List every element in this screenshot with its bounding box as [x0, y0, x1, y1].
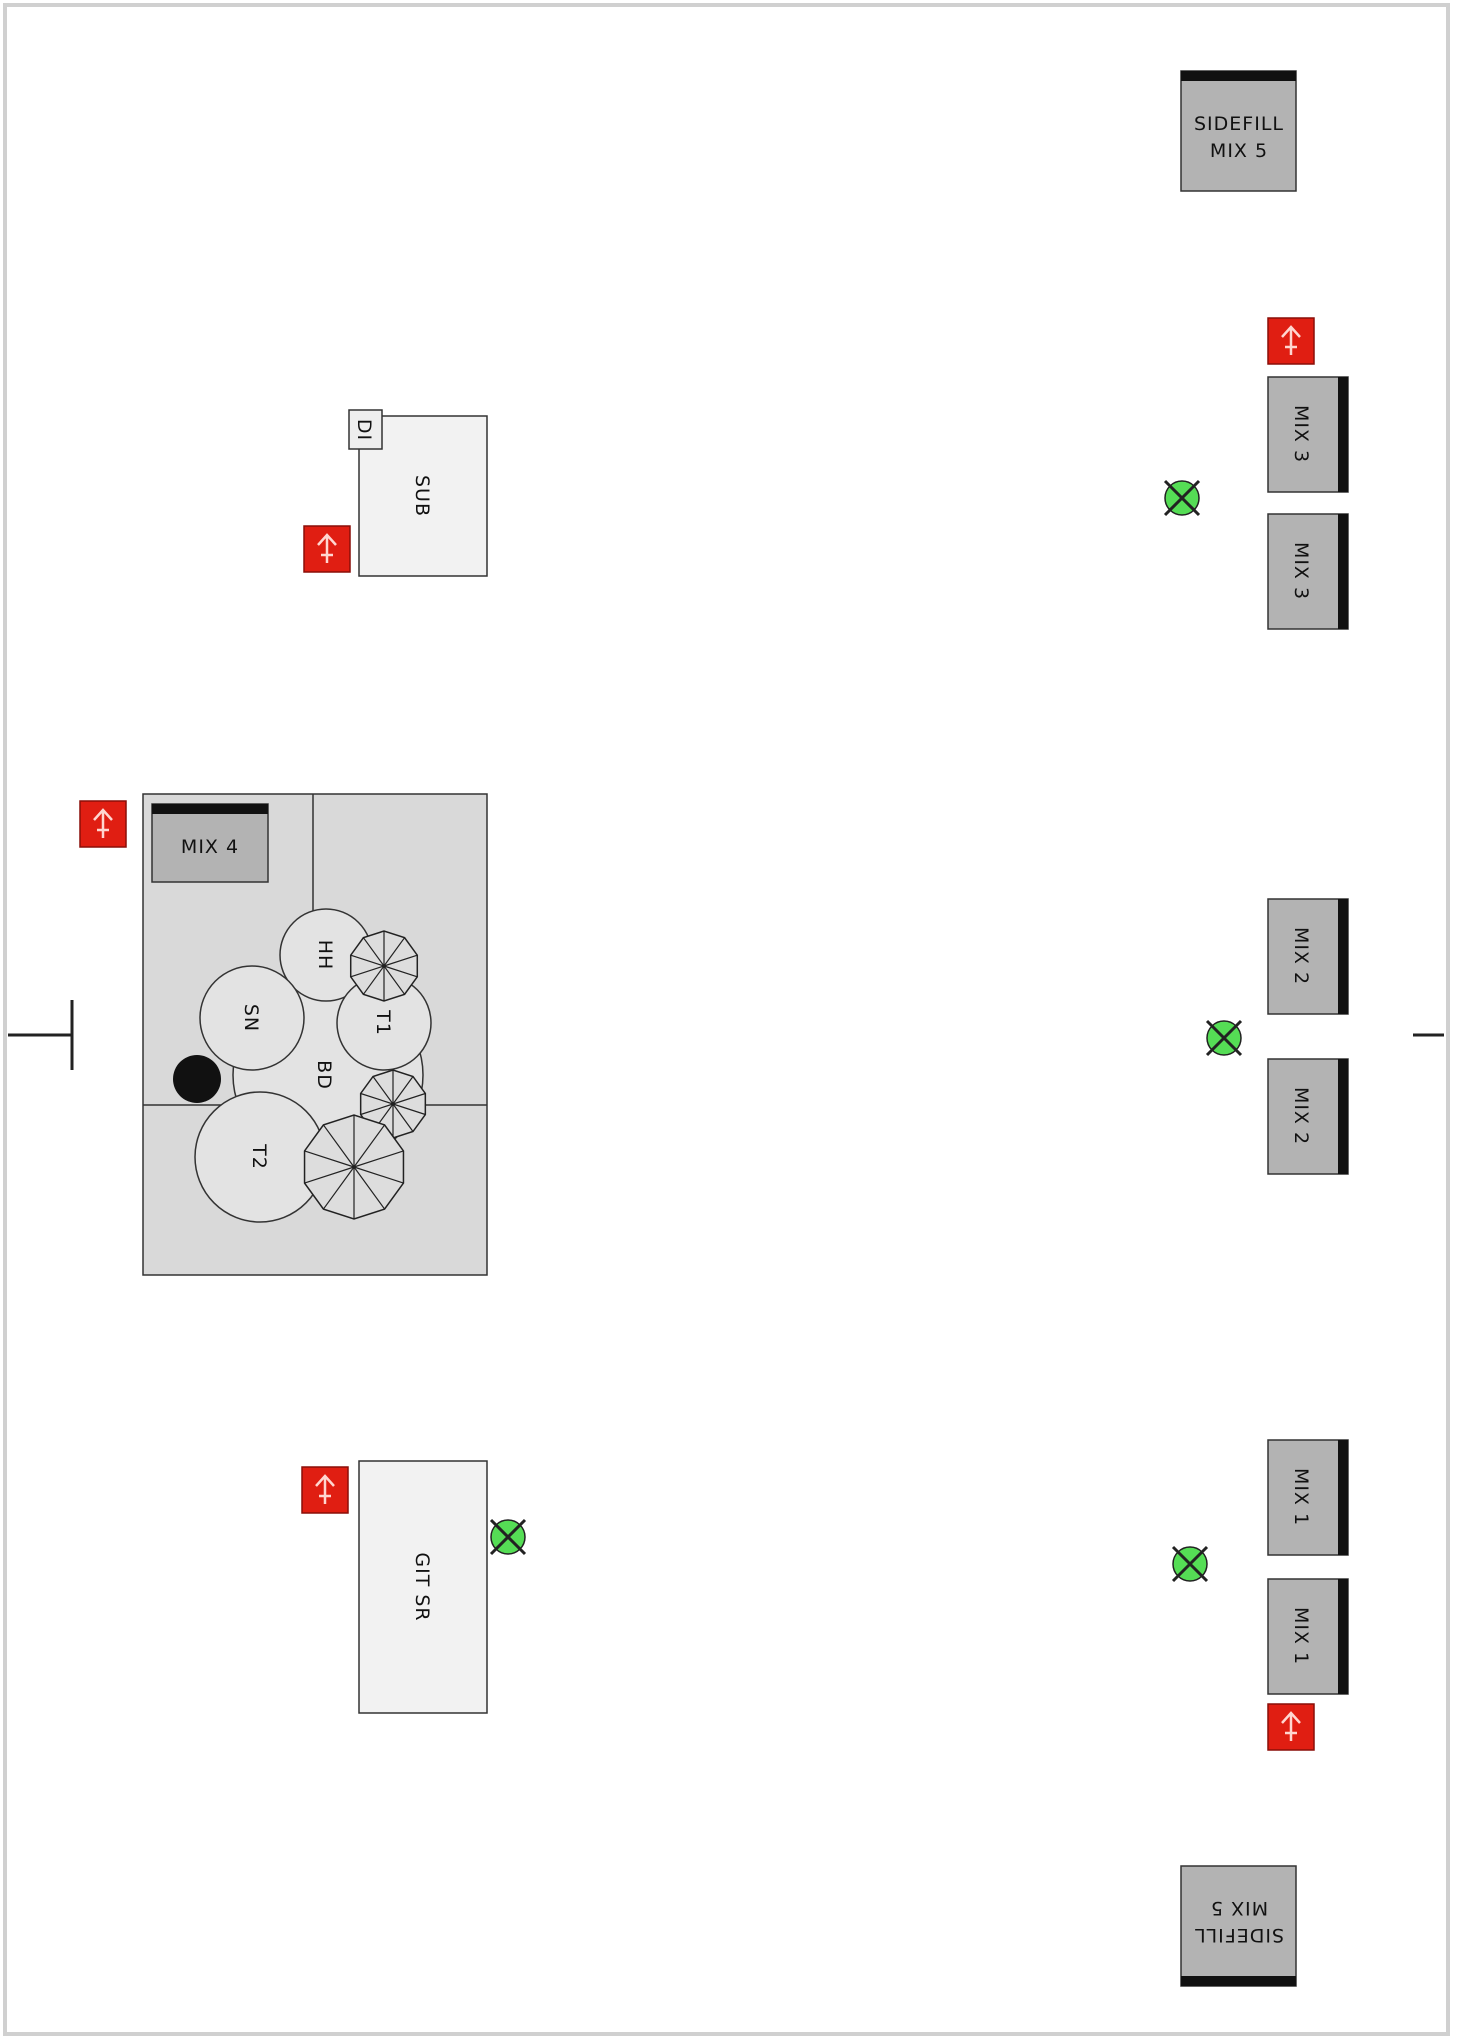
monitor-mix3-a: MIX 3 — [1267, 376, 1349, 493]
tom-2: T2 — [194, 1091, 326, 1223]
monitor-mix2-a: MIX 2 — [1267, 898, 1349, 1015]
monitor-mix2-b: MIX 2 — [1267, 1058, 1349, 1175]
stage-front-marker — [8, 1000, 74, 1070]
monitor-mix4-label: MIX 4 — [181, 836, 239, 858]
power-outlet-icon — [78, 799, 128, 849]
mic-stand-icon — [1163, 479, 1201, 517]
sidefill-bottom-line2: MIX 5 — [1210, 1897, 1268, 1919]
monitor-mix3-a-label: MIX 3 — [1290, 405, 1312, 463]
page-frame — [3, 3, 1450, 2036]
sidefill-bottom: SIDEFILL MIX 5 — [1180, 1865, 1297, 1987]
power-outlet-icon — [1266, 1702, 1316, 1752]
tom-1-label: T1 — [372, 1009, 394, 1036]
snare-drum-label: SN — [240, 1004, 262, 1032]
drum-riser: MIX 4 BD HH SN T1 T2 — [142, 793, 488, 1276]
sidefill-top-line1: SIDEFILL — [1194, 113, 1284, 135]
monitor-mix2-b-label: MIX 2 — [1290, 1087, 1312, 1145]
sub-amp: SUB — [358, 415, 488, 577]
guitar-amp: GIT SR — [358, 1460, 488, 1714]
power-outlet-icon — [300, 1465, 350, 1515]
cymbal-icon — [303, 1114, 405, 1220]
monitor-mix1-b: MIX 1 — [1267, 1578, 1349, 1695]
kick-drum-label: BD — [313, 1060, 335, 1090]
monitor-mix1-a: MIX 1 — [1267, 1439, 1349, 1556]
di-box: DI — [348, 409, 383, 450]
monitor-mix4: MIX 4 — [151, 803, 269, 883]
snare-drum: SN — [199, 965, 305, 1071]
sidefill-top: SIDEFILL MIX 5 — [1180, 70, 1297, 192]
throne-icon — [173, 1055, 221, 1103]
power-outlet-icon — [1266, 316, 1316, 366]
sidefill-top-line2: MIX 5 — [1210, 140, 1268, 162]
mic-stand-icon — [1171, 1545, 1209, 1583]
monitor-mix1-a-label: MIX 1 — [1290, 1468, 1312, 1526]
monitor-mix1-b-label: MIX 1 — [1290, 1607, 1312, 1665]
tom-2-label: T2 — [248, 1143, 270, 1170]
monitor-mix3-b: MIX 3 — [1267, 513, 1349, 630]
cymbals — [303, 930, 427, 1220]
cymbal-icon — [349, 930, 419, 1002]
mic-stand-icon — [489, 1518, 527, 1556]
mic-stand-icon — [1205, 1019, 1243, 1057]
di-box-label: DI — [353, 419, 375, 441]
monitor-mix3-b-label: MIX 3 — [1290, 542, 1312, 600]
power-outlet-icon — [302, 524, 352, 574]
sidefill-bottom-line1: SIDEFILL — [1194, 1924, 1284, 1946]
monitor-mix2-a-label: MIX 2 — [1290, 927, 1312, 985]
cymbal-icon — [359, 1069, 427, 1139]
guitar-amp-label: GIT SR — [411, 1552, 433, 1621]
hihat-label: HH — [314, 940, 336, 971]
sub-amp-label: SUB — [411, 475, 433, 517]
tom-1: T1 — [336, 975, 432, 1071]
